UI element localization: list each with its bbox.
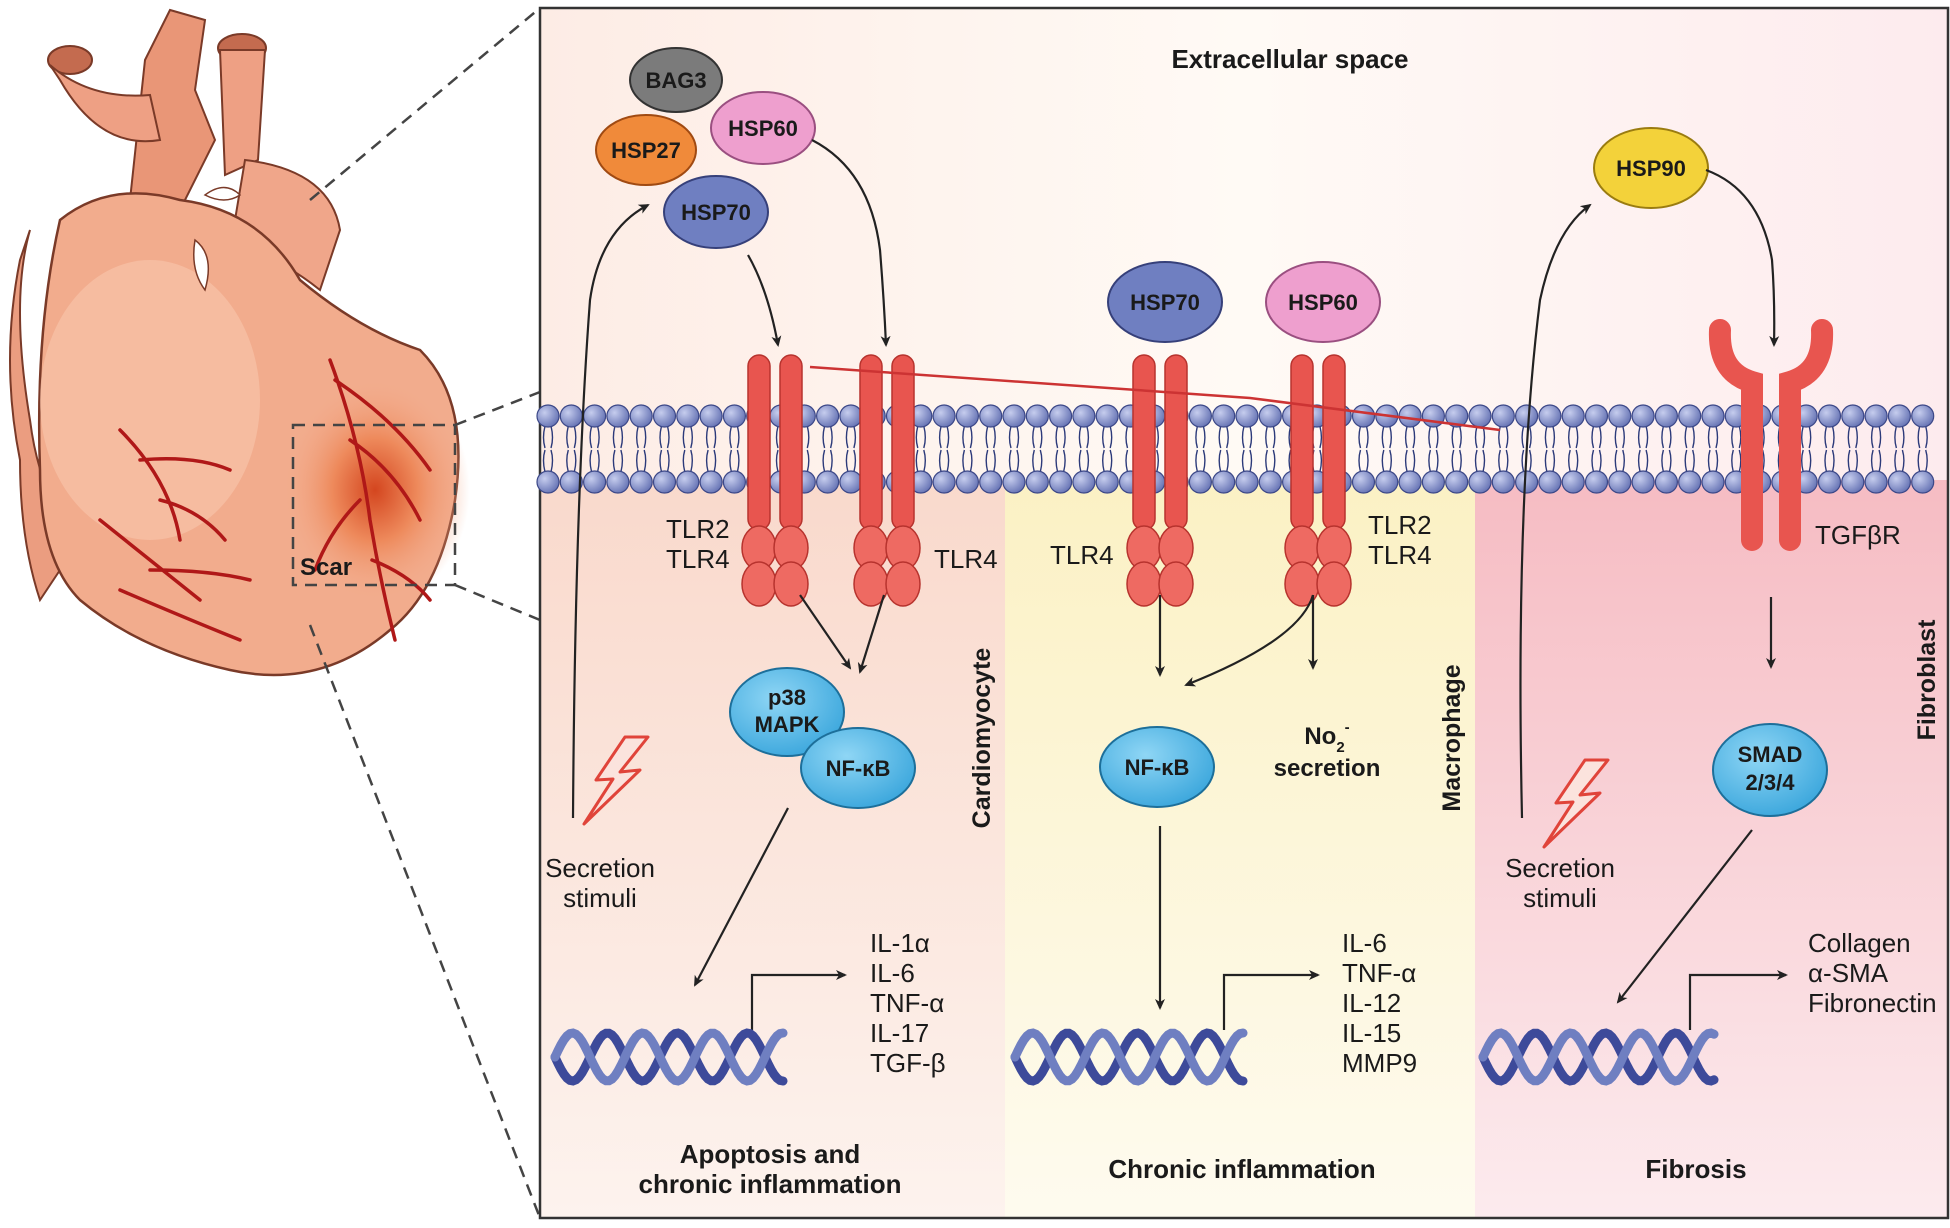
scar-label: Scar (300, 554, 352, 581)
fibroblast-region (1475, 480, 1948, 1218)
tlr-receptor-c (1126, 354, 1194, 607)
tlr4-label-a: TLR4 (666, 544, 730, 574)
svg-text:IL-17: IL-17 (870, 1018, 929, 1048)
membrane-tether-line (809, 365, 1501, 432)
tlr4-label-c: TLR4 (1050, 540, 1114, 570)
svg-text:IL-15: IL-15 (1342, 1018, 1401, 1048)
svg-text:IL-6: IL-6 (1342, 928, 1387, 958)
tlr2-label-a: TLR2 (666, 514, 730, 544)
macrophage-label: Macrophage (1438, 664, 1466, 811)
tlr-receptor-d (1284, 354, 1352, 607)
chaperone-cluster-left: BAG3 HSP27 HSP60 HSP70 (595, 47, 816, 249)
svg-text:HSP60: HSP60 (1288, 290, 1358, 315)
secretion-stimuli-left-2: stimuli (563, 883, 637, 913)
svg-text:IL-6: IL-6 (870, 958, 915, 988)
smad-node: SMAD 2/3/4 (1712, 723, 1828, 817)
hsp27-protein: HSP27 (595, 114, 697, 186)
svg-text:α-SMA: α-SMA (1808, 958, 1889, 988)
dna-helix-cardio (550, 1028, 788, 1086)
products-fibro: Collagen α-SMA Fibronectin (1808, 928, 1937, 1018)
receptor-layer (741, 354, 1352, 607)
dna-helices (550, 1028, 1719, 1086)
svg-text:BAG3: BAG3 (645, 68, 706, 93)
cytokines-macro: IL-6 TNF-α IL-12 IL-15 MMP9 (1342, 928, 1417, 1078)
secretion-stimuli-right-1: Secretion (1505, 853, 1615, 883)
svg-text:Fibronectin: Fibronectin (1808, 988, 1937, 1018)
dna-helix-macro (1010, 1028, 1248, 1086)
outcome-cardio-line2: chronic inflammation (639, 1169, 902, 1199)
outcome-cardio-line1: Apoptosis and (680, 1139, 861, 1169)
svg-text:NF-κB: NF-κB (1125, 755, 1190, 780)
tgfbr-receptor (1708, 319, 1834, 551)
no2-secretion-label: No2- secretion (1274, 719, 1381, 782)
hsp70-protein: HSP70 (663, 175, 769, 249)
svg-text:HSP70: HSP70 (681, 200, 751, 225)
svg-text:MMP9: MMP9 (1342, 1048, 1417, 1078)
tgfbr-label: TGFβR (1815, 520, 1901, 550)
svg-text:secretion: secretion (1274, 755, 1381, 782)
extracellular-label: Extracellular space (1171, 44, 1408, 74)
svg-text:IL-12: IL-12 (1342, 988, 1401, 1018)
svg-text:SMAD: SMAD (1738, 742, 1803, 767)
svg-text:Collagen: Collagen (1808, 928, 1911, 958)
cardiomyocyte-region (540, 480, 1005, 1218)
hsp60-protein: HSP60 (710, 91, 816, 165)
dna-helix-fibro (1478, 1028, 1719, 1086)
tlr-receptor-a (741, 354, 809, 607)
transcription-arrows (750, 970, 1788, 1030)
hsp70-macrophage: HSP70 (1107, 261, 1223, 343)
svg-text:HSP70: HSP70 (1130, 290, 1200, 315)
heart-illustration: Scar (9, 7, 542, 1219)
tlr2-label-d: TLR2 (1368, 510, 1432, 540)
cytokines-cardio: IL-1α IL-6 TNF-α IL-17 TGF-β (870, 928, 946, 1078)
lightning-icon-left (582, 735, 650, 826)
cell-panel (536, 6, 1950, 1220)
svg-text:TNF-α: TNF-α (1342, 958, 1416, 988)
svg-text:p38: p38 (768, 685, 806, 710)
nfkb-node-macro: NF-κB (1099, 726, 1215, 808)
fibroblast-label: Fibroblast (1913, 619, 1941, 741)
macrophage-region (1005, 480, 1475, 1218)
tlr4-label-d: TLR4 (1368, 540, 1432, 570)
svg-text:No2-: No2- (1304, 719, 1349, 756)
svg-text:NF-κB: NF-κB (826, 756, 891, 781)
svg-text:TNF-α: TNF-α (870, 988, 944, 1018)
hsp60-macrophage: HSP60 (1265, 261, 1381, 343)
svg-text:HSP27: HSP27 (611, 138, 681, 163)
outcome-macro: Chronic inflammation (1108, 1154, 1375, 1184)
p38-mapk-node: p38 MAPK (729, 667, 845, 757)
svg-text:HSP60: HSP60 (728, 116, 798, 141)
svg-text:HSP90: HSP90 (1616, 156, 1686, 181)
tlr-receptor-b (853, 354, 921, 607)
cardiomyocyte-label: Cardiomyocyte (968, 648, 996, 829)
svg-text:2/3/4: 2/3/4 (1746, 770, 1796, 795)
tlr4-label-b: TLR4 (934, 544, 998, 574)
svg-text:TGF-β: TGF-β (870, 1048, 946, 1078)
outcome-fibro: Fibrosis (1645, 1154, 1746, 1184)
secretion-stimuli-right-2: stimuli (1523, 883, 1597, 913)
nfkb-node-cardio: NF-κB (800, 727, 916, 809)
bag3-protein: BAG3 (629, 47, 723, 113)
secretion-stimuli-left-1: Secretion (545, 853, 655, 883)
lightning-icon-right (1542, 758, 1610, 849)
hsp90-protein: HSP90 (1593, 127, 1709, 209)
svg-text:MAPK: MAPK (755, 712, 820, 737)
svg-text:IL-1α: IL-1α (870, 928, 930, 958)
pathway-arrows (571, 139, 1780, 1010)
